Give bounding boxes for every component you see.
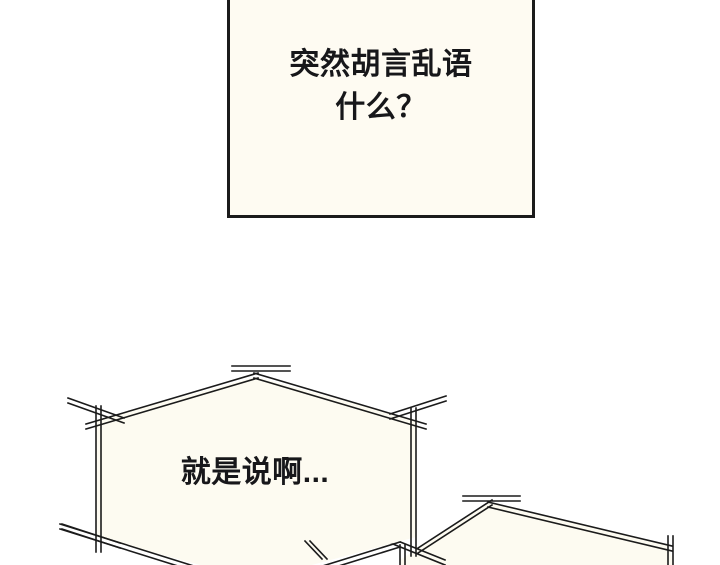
bubble-primary-text: 就是说啊...	[180, 456, 330, 489]
caption-text: 突然胡言乱语 什么？	[289, 48, 473, 124]
bubble-secondary	[386, 495, 675, 565]
caption-box: 突然胡言乱语 什么？	[227, 0, 535, 218]
